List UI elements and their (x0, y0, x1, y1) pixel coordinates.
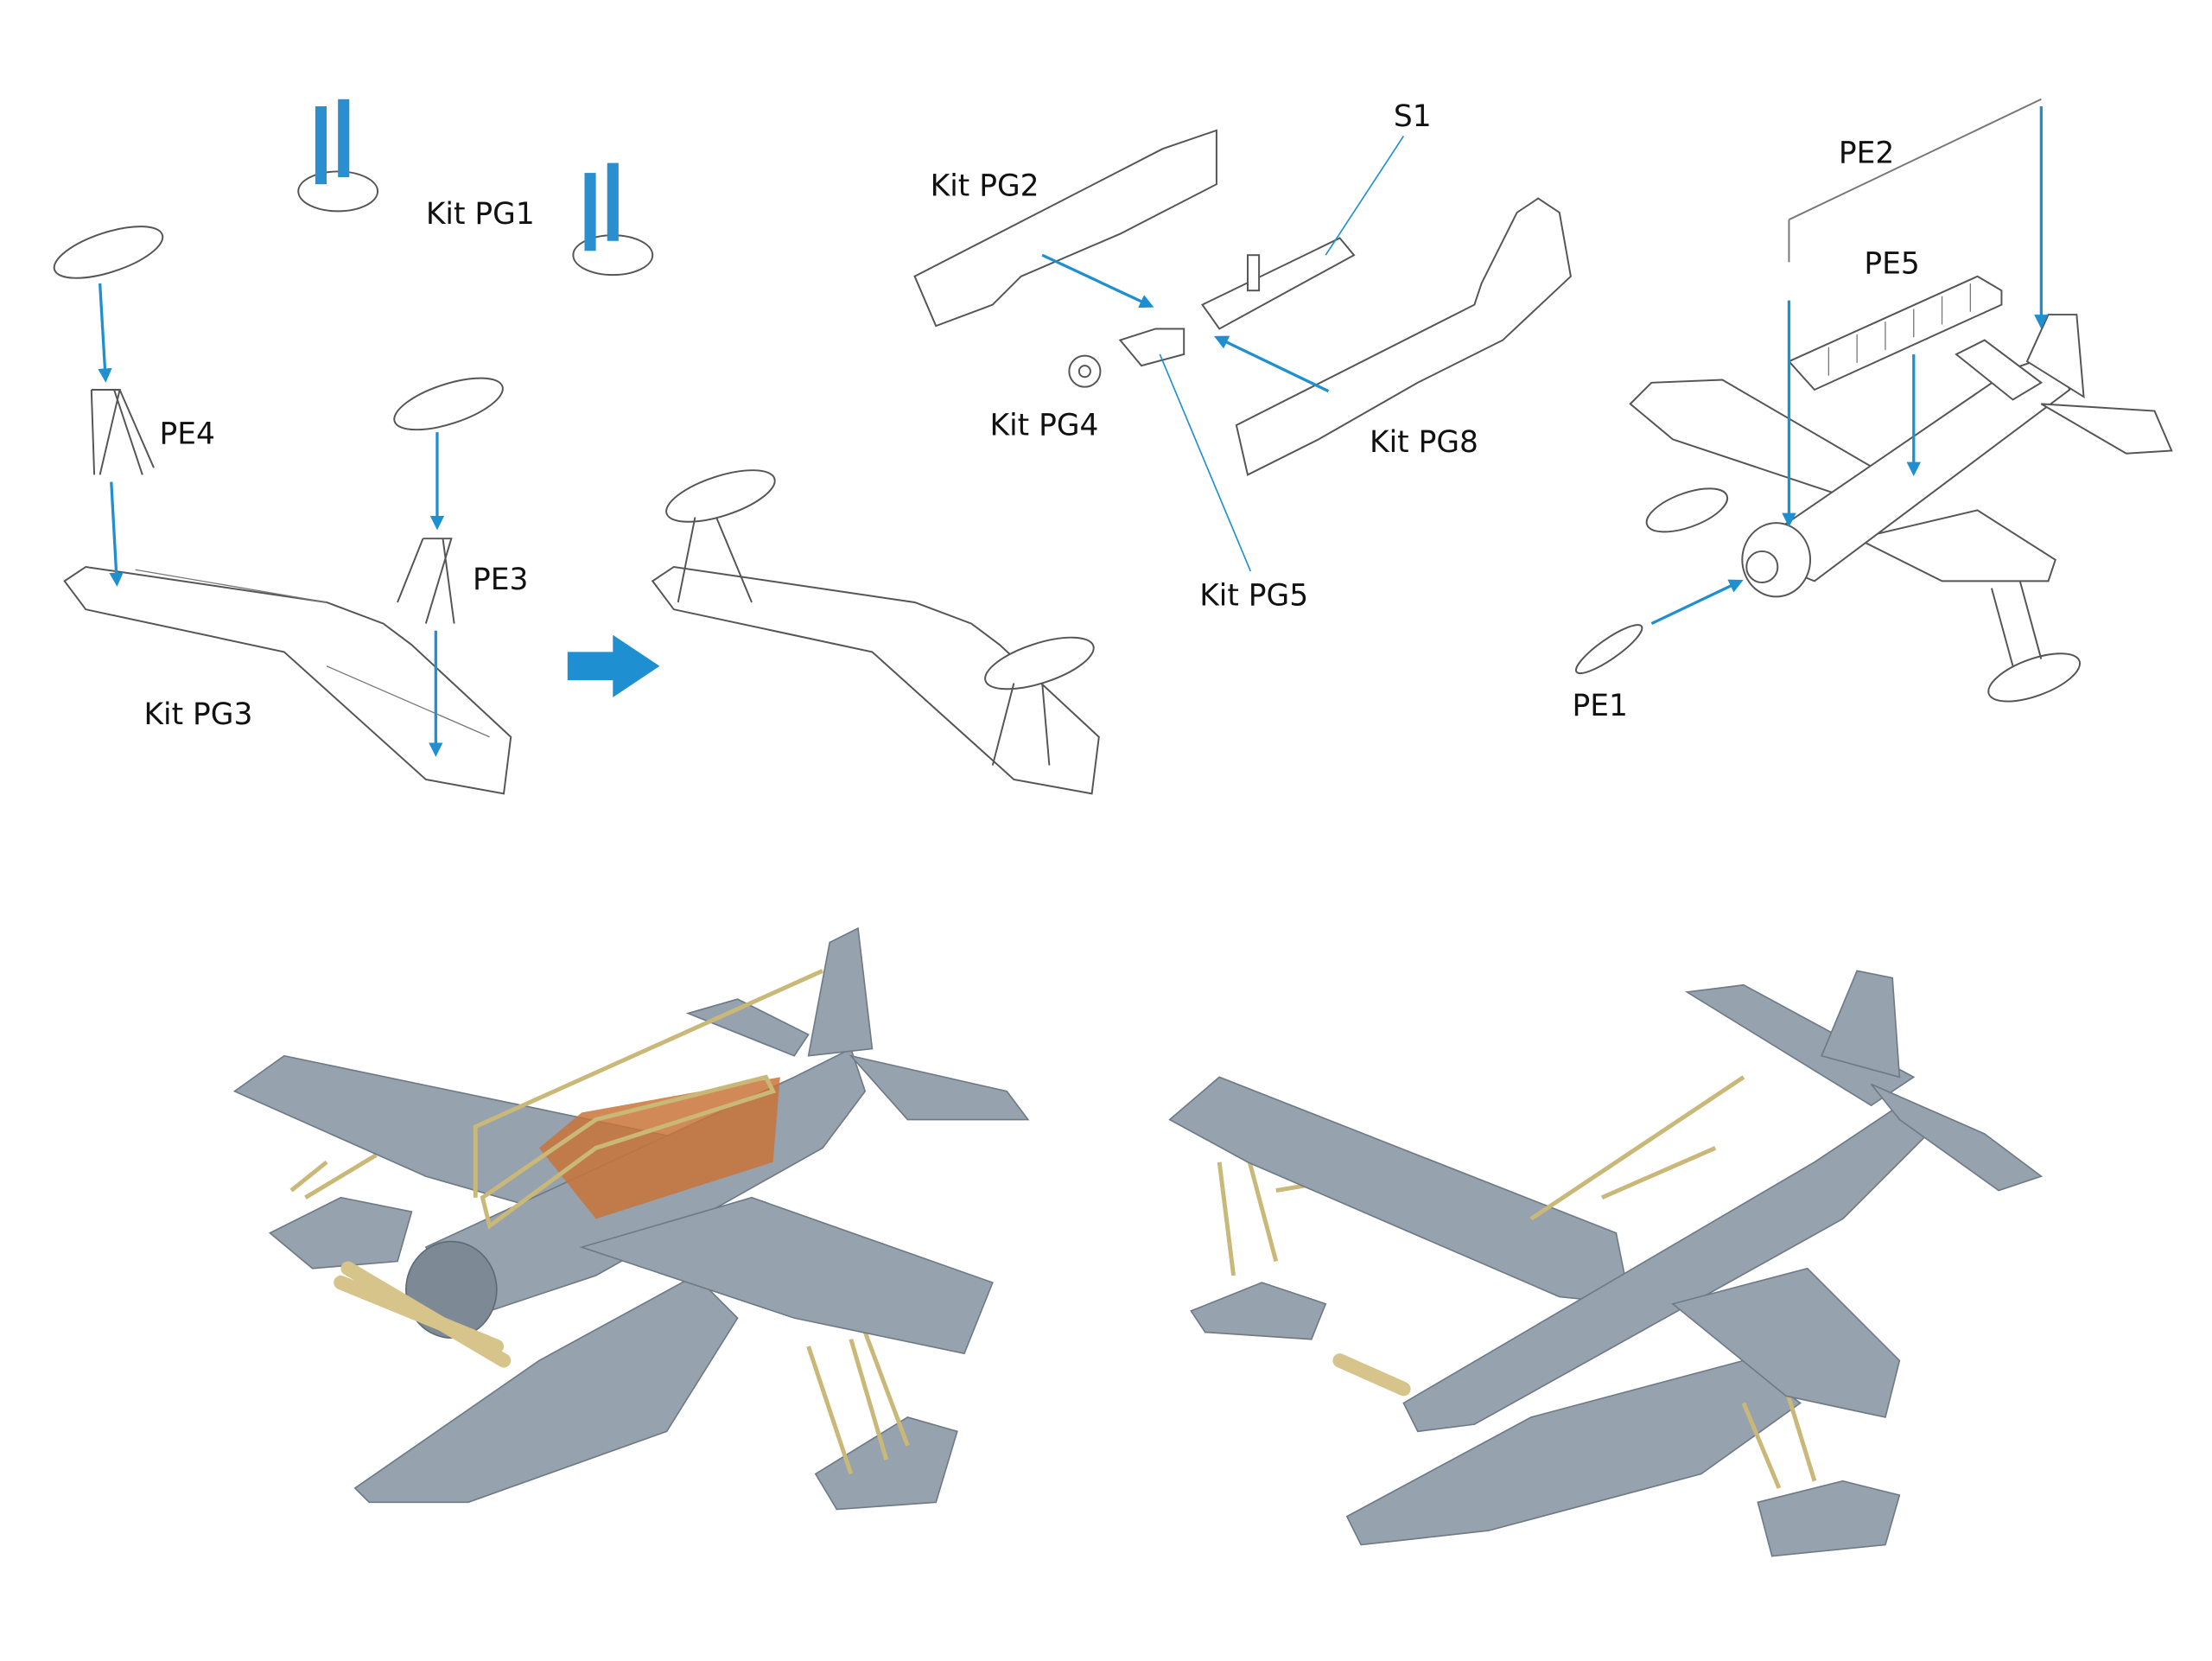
kit-pg8-fuselage-half (1235, 197, 1572, 476)
s1-cockpit-part (1201, 237, 1356, 330)
pe4-strut (90, 388, 155, 475)
wing-with-floats-result (651, 469, 1100, 795)
assembled-airframe (1629, 314, 2173, 703)
label-kit-pg5: Kit PG5 (1199, 578, 1308, 613)
label-kit-pg4: Kit PG4 (990, 408, 1099, 442)
pe3-strut (397, 538, 455, 624)
kit-pg4-engine (1068, 354, 1102, 388)
next-step-arrow-icon (567, 634, 660, 697)
label-kit-pg8: Kit PG8 (1370, 425, 1478, 460)
render-underside-view (1168, 970, 2044, 1557)
label-kit-pg3: Kit PG3 (143, 697, 252, 732)
label-pe1: PE1 (1573, 689, 1628, 723)
label-kit-pg1: Kit PG1 (426, 197, 535, 232)
kit-pg3-wing (63, 565, 512, 795)
kit-pg5-part (1118, 328, 1185, 367)
arrows-step3 (1650, 105, 2049, 626)
kit-pg2-fuselage-half (913, 129, 1217, 328)
arrows-step2 (1041, 135, 1405, 572)
kit-pg1-parts (297, 99, 654, 277)
label-pe3: PE3 (473, 563, 528, 597)
pe1-propeller (1575, 624, 1643, 675)
label-s1: S1 (1394, 99, 1432, 134)
float-right-part (393, 377, 504, 431)
arrows-step1 (98, 283, 445, 757)
label-pe2: PE2 (1839, 137, 1894, 171)
float-left-part (53, 226, 164, 279)
render-front-view (232, 926, 1030, 1511)
label-pe5: PE5 (1864, 247, 1919, 282)
label-kit-pg2: Kit PG2 (931, 169, 1039, 203)
label-pe4: PE4 (160, 417, 215, 451)
pe2-antenna-wire (1788, 98, 2042, 263)
pe5-canopy-frame (1787, 275, 2003, 391)
